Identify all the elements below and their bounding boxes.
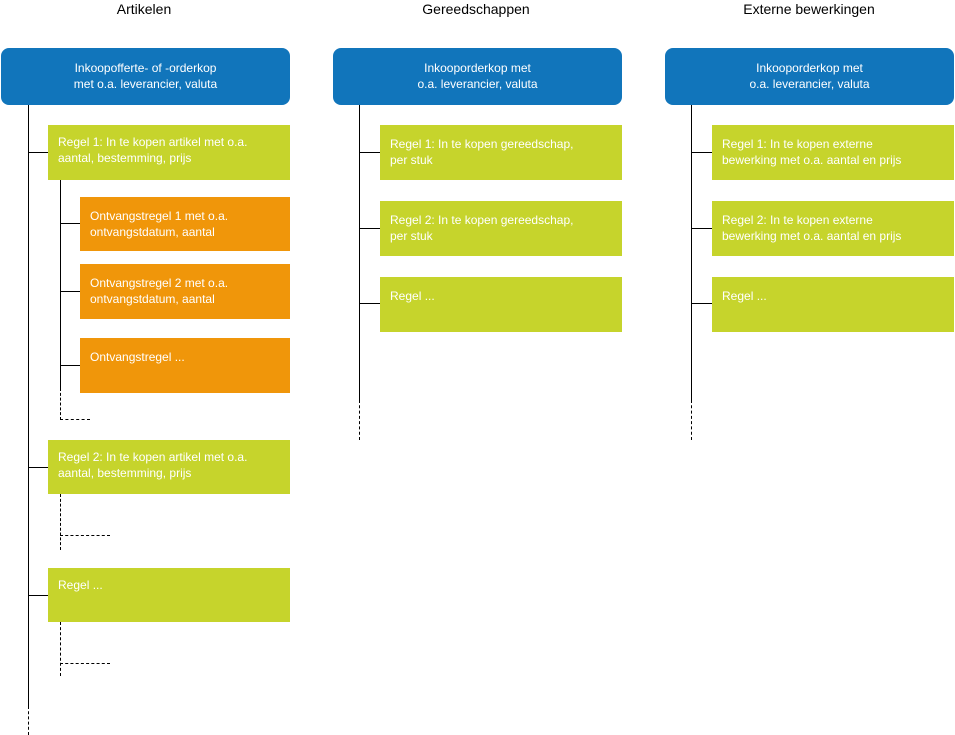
order-header-box-gereedschappen: Inkooporderkop met o.a. leverancier, val… — [333, 48, 622, 105]
connector-line — [28, 152, 48, 153]
order-line-box: Regel 2: In te kopen gereedschap, per st… — [380, 201, 622, 256]
connector-dashed-line — [60, 388, 61, 420]
connector-line — [28, 467, 48, 468]
connector-line — [359, 303, 380, 304]
column-title-gereedschappen: Gereedschappen — [422, 1, 530, 17]
connector-line — [60, 180, 61, 388]
connector-dashed-line — [60, 622, 61, 676]
connector-dashed-line — [60, 494, 61, 550]
connector-line — [28, 105, 29, 706]
connector-line — [691, 303, 712, 304]
connector-dashed-line — [60, 419, 90, 420]
connector-line — [359, 152, 380, 153]
receipt-line-box: Ontvangstregel 2 met o.a. ontvangstdatum… — [80, 264, 290, 319]
order-line-box: Regel ... — [48, 568, 290, 622]
connector-line — [359, 228, 380, 229]
column-title-externe-bewerkingen: Externe bewerkingen — [743, 1, 875, 17]
order-line-box: Regel ... — [380, 277, 622, 332]
receipt-line-box: Ontvangstregel ... — [80, 338, 290, 393]
connector-line — [60, 223, 80, 224]
order-line-box: Regel 1: In te kopen externe bewerking m… — [712, 125, 954, 180]
connector-line — [691, 105, 692, 400]
connector-line — [691, 152, 712, 153]
connector-line — [60, 291, 80, 292]
connector-line — [359, 105, 360, 400]
order-line-box: Regel 2: In te kopen artikel met o.a. aa… — [48, 440, 290, 494]
order-line-box: Regel 1: In te kopen gereedschap, per st… — [380, 125, 622, 180]
connector-line — [60, 365, 80, 366]
connector-dashed-line — [60, 535, 110, 536]
connector-dashed-line — [691, 400, 692, 440]
order-line-box: Regel 1: In te kopen artikel met o.a. aa… — [48, 125, 290, 180]
order-header-box-artikelen: Inkoopofferte- of -orderkop met o.a. lev… — [1, 48, 290, 105]
connector-dashed-line — [359, 400, 360, 440]
connector-dashed-line — [60, 663, 110, 664]
connector-dashed-line — [28, 706, 29, 735]
order-line-box: Regel 2: In te kopen externe bewerking m… — [712, 201, 954, 256]
order-header-box-externe-bewerkingen: Inkooporderkop met o.a. leverancier, val… — [665, 48, 954, 105]
connector-line — [28, 595, 48, 596]
receipt-line-box: Ontvangstregel 1 met o.a. ontvangstdatum… — [80, 197, 290, 251]
connector-line — [691, 228, 712, 229]
column-title-artikelen: Artikelen — [116, 1, 172, 17]
order-line-box: Regel ... — [712, 277, 954, 332]
